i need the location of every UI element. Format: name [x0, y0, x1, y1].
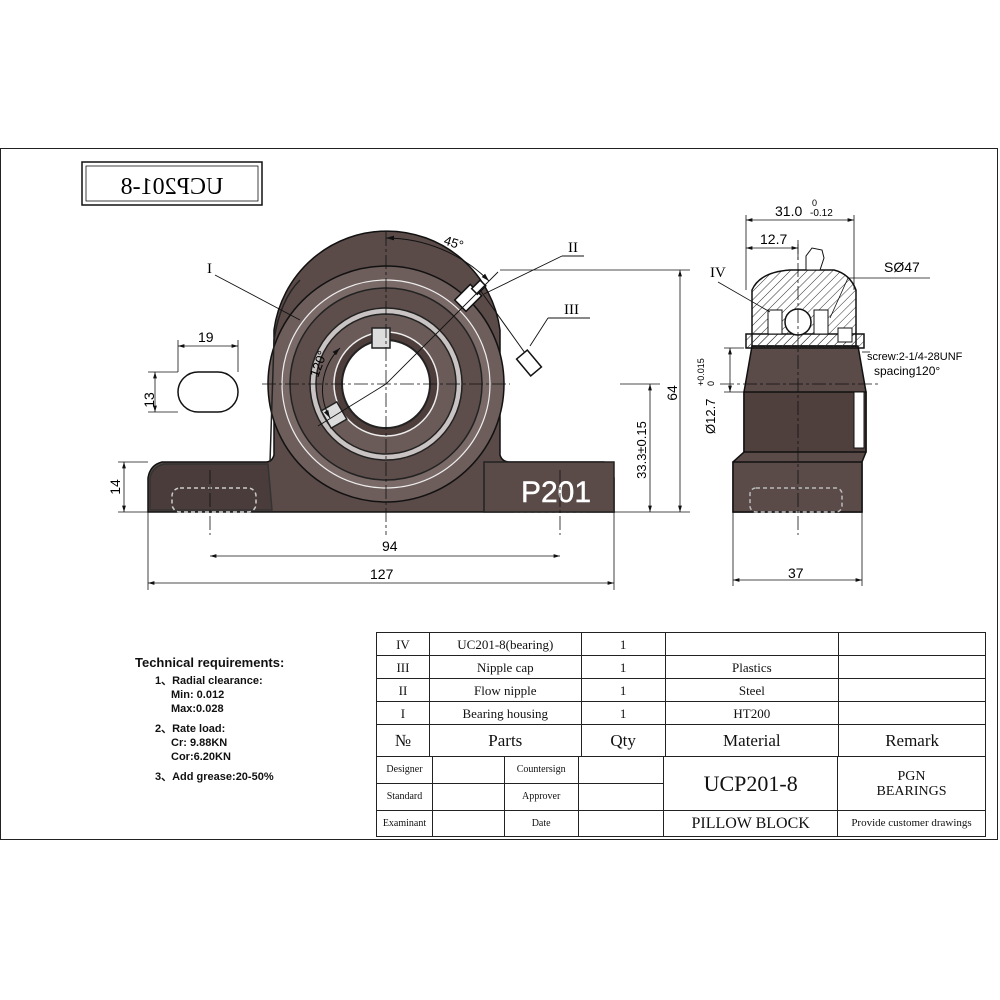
tb-countersign: Countersign [503, 756, 579, 784]
bom-material: HT200 [664, 701, 840, 725]
dim-310-low: -0.12 [810, 208, 833, 219]
label-III: III [564, 302, 579, 318]
technical-requirements: Technical requirements: 1、Radial clearan… [135, 656, 284, 784]
bom-header-row: № Parts Qty Material Remark [376, 724, 986, 757]
tb-standard: Standard [376, 783, 433, 811]
dim-37: 37 [788, 565, 804, 581]
bom-no: III [376, 655, 430, 679]
dim-19: 19 [198, 329, 214, 345]
tb-designer-value [431, 756, 505, 784]
dim-13: 13 [141, 392, 157, 408]
dim-333: 33.3±0.15 [634, 421, 649, 479]
tb-date: Date [503, 810, 579, 837]
dim-310: 31.0 [775, 203, 802, 219]
tech-heading: Technical requirements: [135, 655, 285, 670]
bom-remark [838, 632, 986, 656]
dim-sphere: SØ47 [884, 259, 920, 275]
side-view [732, 247, 867, 513]
bom-remark [838, 655, 986, 679]
tb-countersign-value [577, 756, 665, 784]
bom-part: Bearing housing [428, 701, 582, 725]
tb-date-value [577, 810, 665, 837]
mounting-slot [177, 371, 239, 413]
label-II: II [568, 240, 578, 256]
tech-r2b: Cor:6.20KN [171, 751, 231, 763]
dim-bore-low: 0 [706, 381, 716, 386]
bom-header-no: № [376, 724, 430, 757]
bom-row: II Flow nipple 1 Steel [376, 678, 986, 702]
tb-standard-value [431, 783, 505, 811]
bom-qty: 1 [580, 632, 666, 656]
tb-examinant-value [431, 810, 505, 837]
bom-qty: 1 [580, 655, 666, 679]
tb-model: UCP201-8 [663, 756, 838, 811]
bom-no: I [376, 701, 430, 725]
bom-remark [838, 678, 986, 702]
bom-header-material: Material [664, 724, 840, 757]
bom-material: Steel [664, 678, 840, 702]
bom-material: Plastics [664, 655, 840, 679]
bom-qty: 1 [580, 678, 666, 702]
nipple-cap-icon [515, 349, 543, 377]
bom-row: IV UC201-8(bearing) 1 [376, 632, 986, 656]
bom-remark [838, 701, 986, 725]
title-box: UCP201-8 [81, 161, 263, 206]
tech-r1b: Max:0.028 [171, 703, 224, 715]
bom-header-qty: Qty [580, 724, 666, 757]
dim-94: 94 [382, 538, 398, 554]
dim-bore-up: +0.015 [696, 358, 706, 386]
tb-designer: Designer [376, 756, 433, 784]
tb-note: Provide customer drawings [837, 810, 986, 837]
dim-310-up: 0 [812, 198, 817, 208]
bom-row: I Bearing housing 1 HT200 [376, 701, 986, 725]
bom-part: Flow nipple [428, 678, 582, 702]
tech-r1: 1、Radial clearance: [155, 675, 263, 687]
tb-examinant: Examinant [376, 810, 433, 837]
bom-header-part: Parts [428, 724, 582, 757]
dim-45: 45° [442, 233, 465, 253]
bom-material [664, 632, 840, 656]
bom-header-remark: Remark [838, 724, 986, 757]
bom-table: IV UC201-8(bearing) 1 III Nipple cap 1 P… [376, 632, 986, 757]
bom-no: II [376, 678, 430, 702]
tech-r2: 2、Rate load: [155, 723, 226, 735]
tech-r3: 3、Add grease:20-50% [155, 771, 274, 783]
tb-approver-value [577, 783, 665, 811]
side-dimension-lines [717, 215, 930, 586]
label-I: I [207, 261, 212, 277]
tb-approver: Approver [503, 783, 579, 811]
bom-part: Nipple cap [428, 655, 582, 679]
dim-127: 127 [370, 566, 394, 582]
spacing-note: spacing120° [874, 364, 940, 378]
tech-r1a: Min: 0.012 [171, 689, 225, 701]
bom-qty: 1 [580, 701, 666, 725]
label-IV: IV [710, 265, 726, 281]
front-dimension-lines [118, 269, 690, 590]
dim-127-side: 12.7 [760, 231, 787, 247]
dim-bore: Ø12.7 [703, 399, 718, 434]
drawing-frame [0, 148, 998, 840]
title-box-text: UCP201-8 [121, 174, 224, 200]
dim-14: 14 [107, 479, 123, 495]
bom-no: IV [376, 632, 430, 656]
title-block: Designer Countersign UCP201-8 PGN BEARIN… [376, 756, 986, 837]
tb-company: PGN BEARINGS [837, 756, 986, 811]
grease-nipple [453, 279, 487, 313]
dim-64: 64 [664, 385, 680, 401]
housing-mark: P201 [521, 476, 591, 509]
tech-r2a: Cr: 9.88KN [171, 737, 228, 749]
bom-part: UC201-8(bearing) [428, 632, 582, 656]
tb-name: PILLOW BLOCK [663, 810, 838, 837]
bom-row: III Nipple cap 1 Plastics [376, 655, 986, 679]
screw-note: screw:2-1/4-28UNF [867, 351, 963, 363]
